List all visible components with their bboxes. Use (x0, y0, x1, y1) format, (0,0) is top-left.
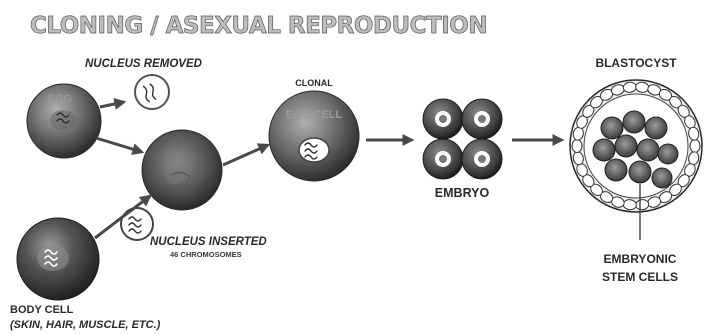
fusion-cell (142, 130, 222, 210)
embryo-cell (423, 99, 463, 139)
outer-cell (690, 140, 700, 153)
egg-to-fusion-arrow (96, 138, 142, 152)
body-cell-label: BODY CELL (10, 304, 74, 316)
diagram-title: CLONING / ASEXUAL REPRODUCTION (30, 13, 487, 39)
body-cell (17, 218, 99, 300)
blastocyst-label: BLASTOCYST (595, 56, 677, 70)
embryo-label: EMBRYO (435, 186, 490, 200)
fusion-to-clonal-arrow (223, 145, 268, 165)
clonal-label: CLONAL (295, 78, 333, 88)
clonal-egg-label: EGG CELL (286, 109, 343, 121)
embryo (423, 99, 502, 179)
nucleus-removed-label: NUCLEUS REMOVED (85, 58, 202, 70)
chromosomes-label: 46 CHROMOSOMES (170, 250, 242, 259)
stem-cells-label-line2: STEM CELLS (602, 270, 678, 284)
clonal-egg-cell: EGG CELL (269, 91, 359, 181)
egg-label: EGG (48, 93, 72, 105)
egg-cell: EGG (27, 84, 101, 158)
blastocyst (570, 80, 702, 212)
body-cell-examples-label: (SKIN, HAIR, MUSCLE, ETC.) (10, 319, 161, 331)
stem-cells-label-line1: EMBRYONIC (604, 252, 677, 266)
nucleus-inserted-label: NUCLEUS INSERTED (150, 236, 267, 248)
embryo-cell (423, 139, 463, 179)
removed-nucleus (135, 75, 169, 109)
outer-cell (572, 140, 582, 153)
nucleus-removed-arrow (100, 102, 124, 107)
embryo-cell (462, 139, 502, 179)
embryo-cell (462, 99, 502, 139)
